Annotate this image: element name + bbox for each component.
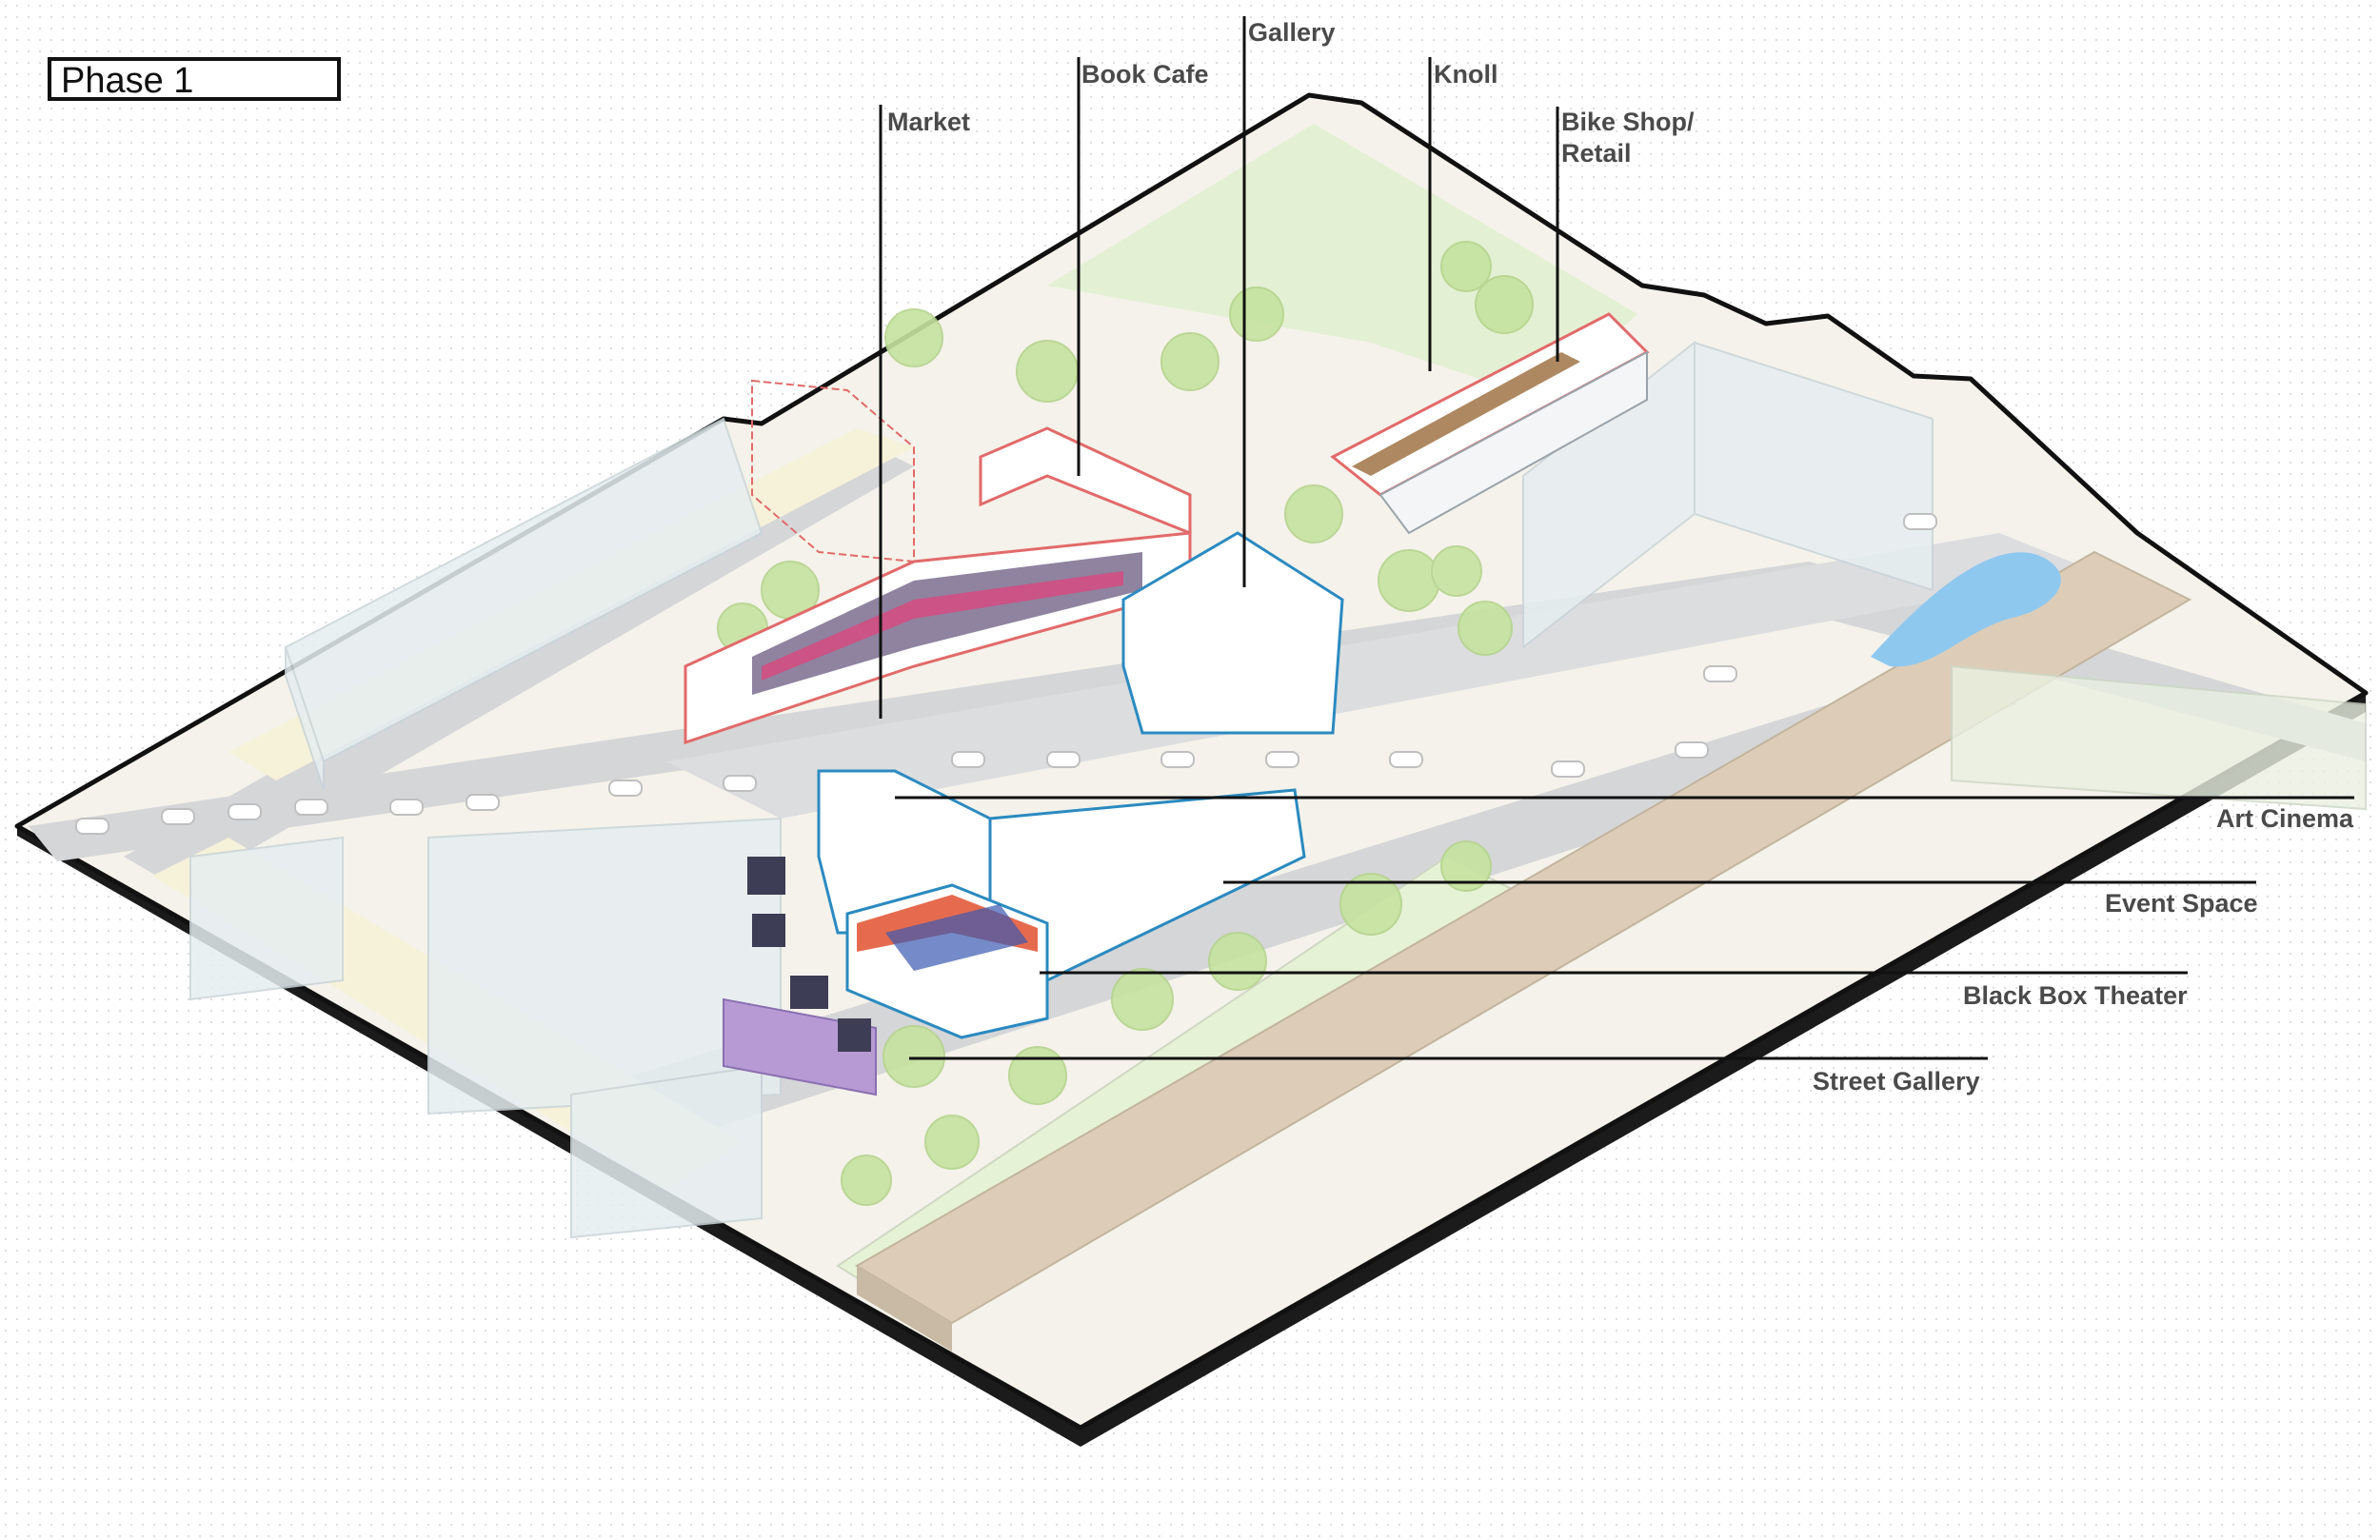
knoll-mural-strip <box>1352 352 1580 476</box>
label-street-gallery: Street Gallery <box>1813 1067 1980 1096</box>
black-box-interior <box>885 904 1028 971</box>
label-book-cafe: Book Cafe <box>1081 60 1209 89</box>
label-bike-shop: Bike Shop/ Retail <box>1561 107 1695 169</box>
label-bike-shop-line2: Retail <box>1561 139 1632 168</box>
label-event-space: Event Space <box>2105 889 2258 918</box>
south-building-cluster <box>723 769 1306 1096</box>
rail-roof <box>855 550 2192 1325</box>
street-gallery-panels <box>747 857 871 1052</box>
label-market: Market <box>887 108 971 136</box>
market-murals-band <box>762 571 1123 681</box>
phase-title: Phase 1 <box>48 57 341 101</box>
bike-shop-side <box>1378 350 1648 535</box>
rail-side <box>857 1266 952 1352</box>
road-main <box>29 562 2366 861</box>
rail-building-right <box>1951 664 2367 811</box>
gallery-building <box>1121 531 1344 735</box>
green-upper <box>1047 124 1637 400</box>
label-gallery: Gallery <box>1248 18 1336 47</box>
north-building-cluster <box>684 312 1650 745</box>
leader-lines <box>879 16 2354 1060</box>
pond <box>1871 552 2061 667</box>
book-cafe-building <box>979 426 1192 536</box>
context-buildings <box>189 340 1934 1239</box>
label-art-cinema: Art Cinema <box>2216 804 2354 833</box>
label-bike-shop-line1: Bike Shop/ <box>1561 108 1695 136</box>
road-middle <box>666 533 2094 819</box>
label-black-box-theater: Black Box Theater <box>1963 981 2188 1010</box>
label-knoll: Knoll <box>1434 60 1498 89</box>
